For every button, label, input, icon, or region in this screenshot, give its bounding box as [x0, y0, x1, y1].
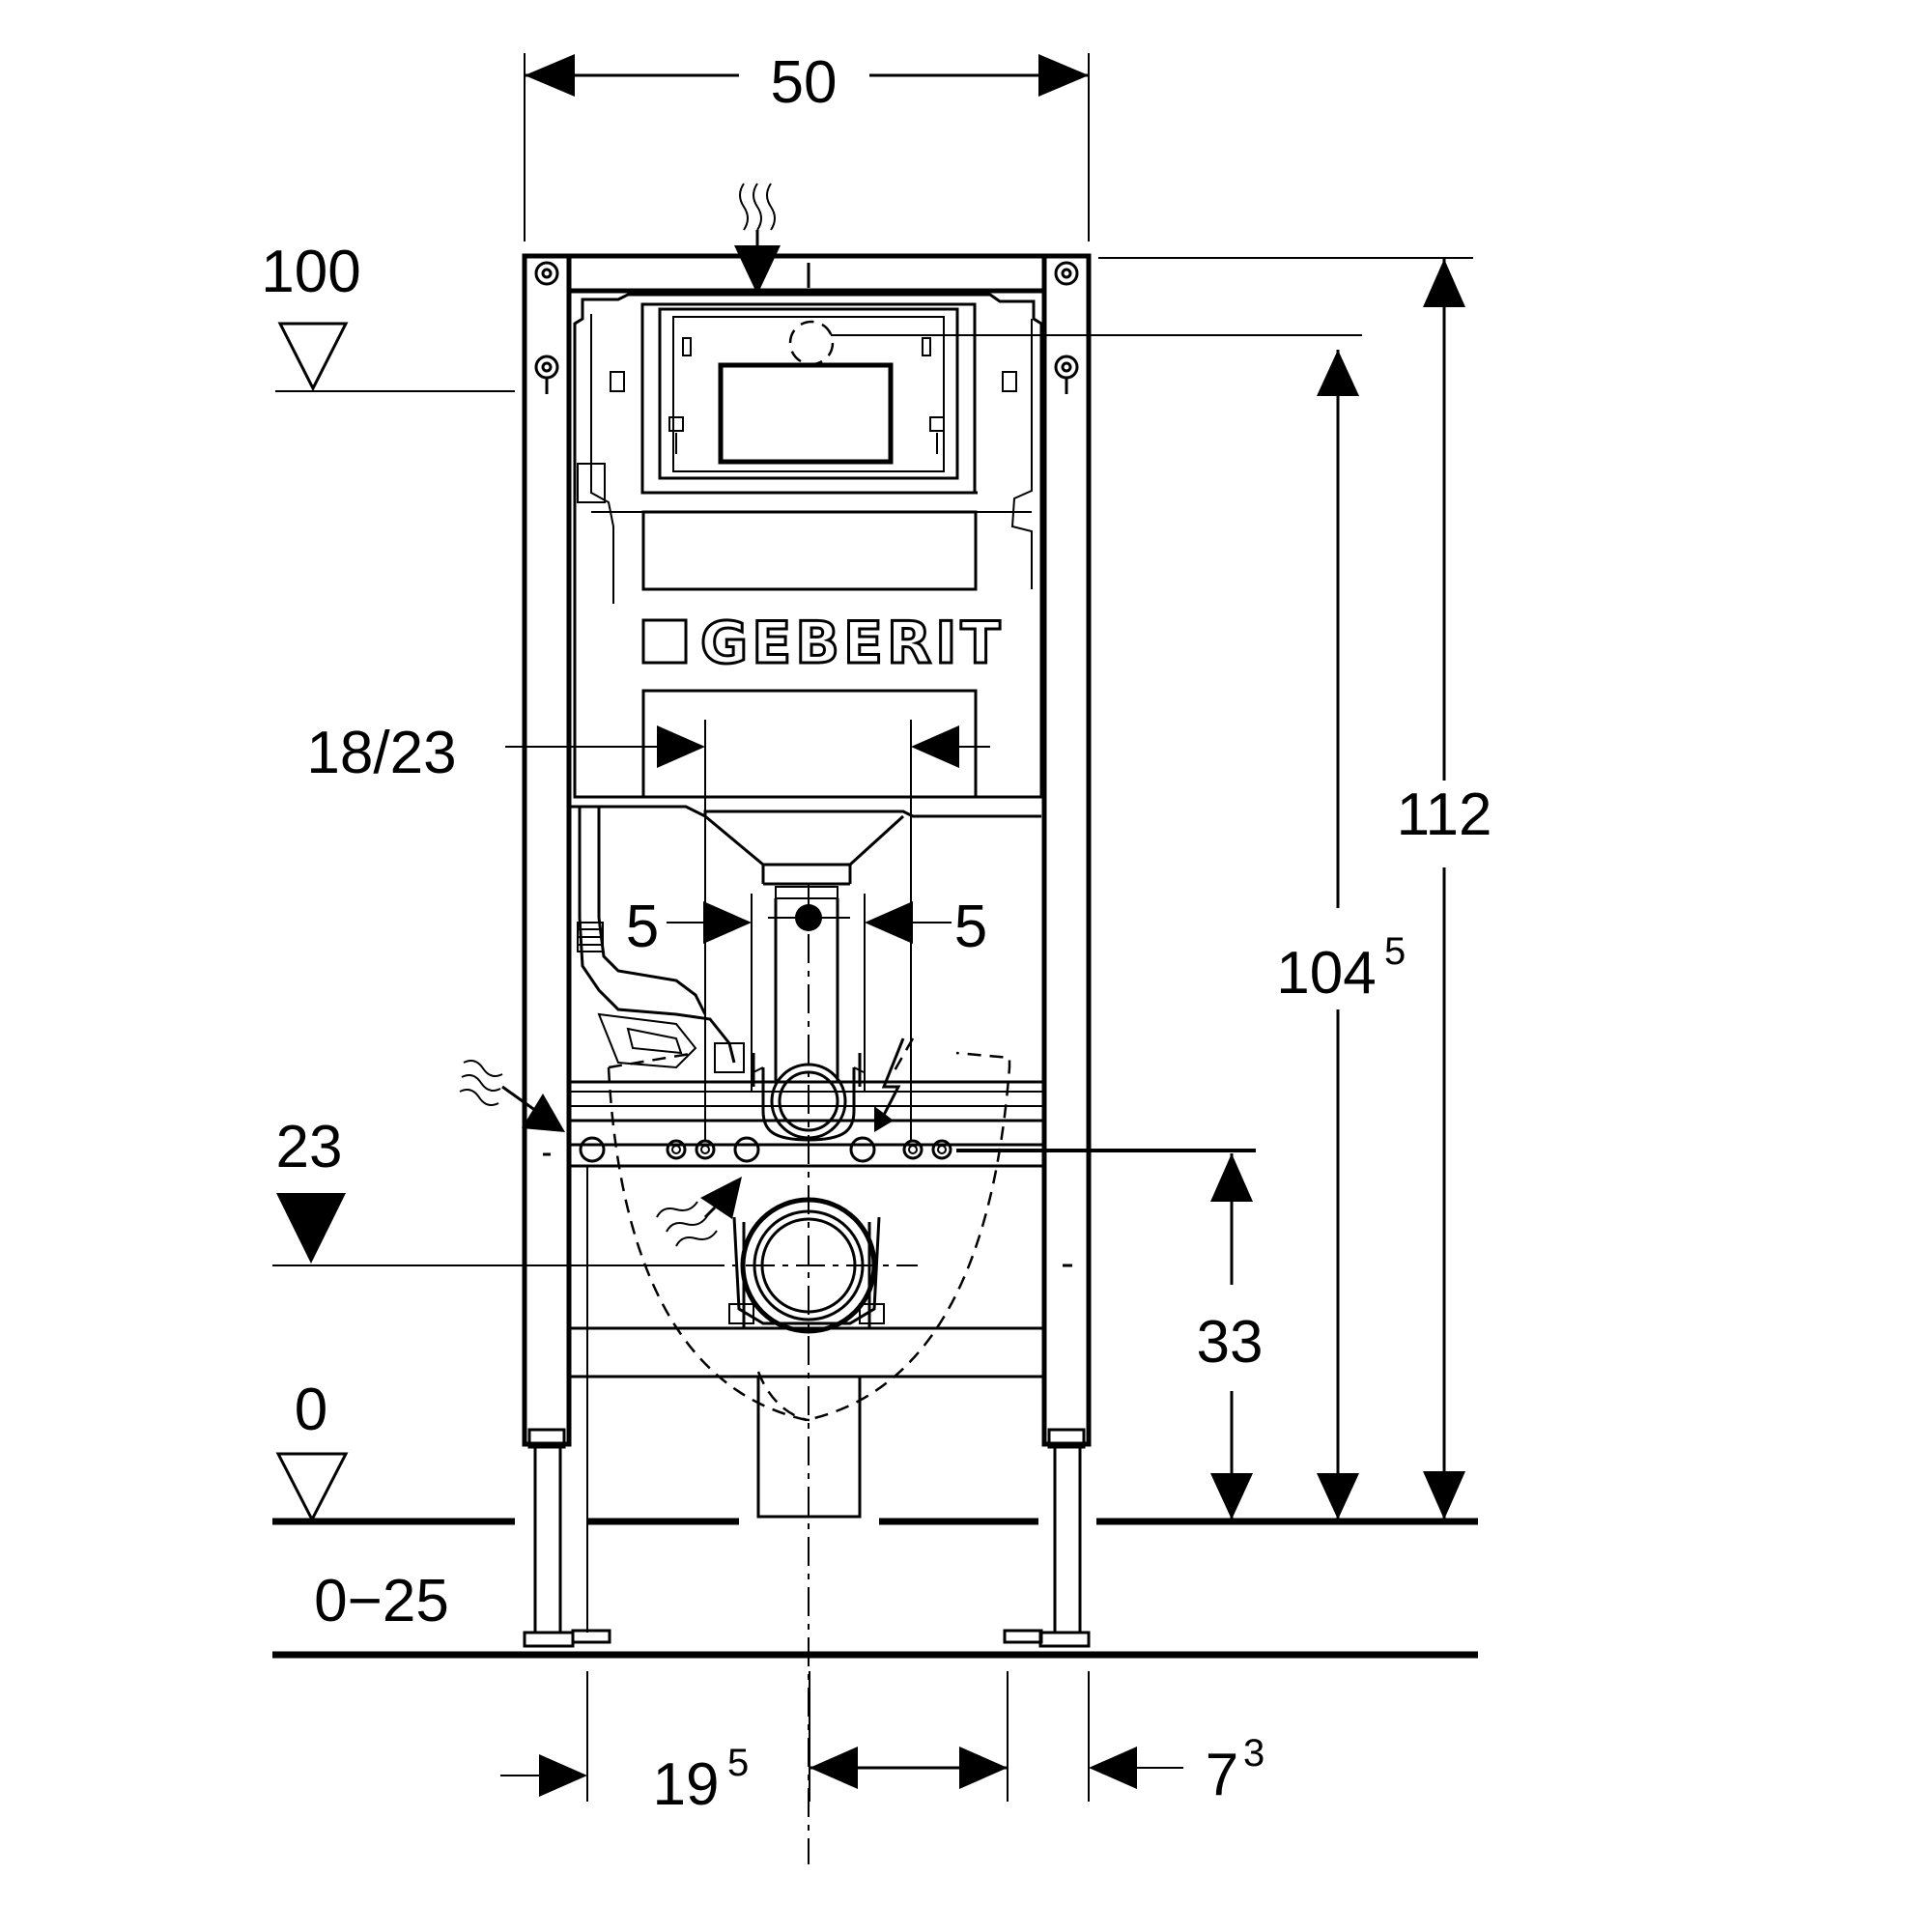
- actuator-plate-frame: [640, 302, 1362, 495]
- dim-drain-height: 33: [956, 1151, 1263, 1520]
- supply-connection-holes: [579, 1136, 1256, 1163]
- geberit-logo: GEBERIT: [641, 609, 1004, 679]
- dim-offset-right-label: 5: [954, 894, 987, 960]
- water-supply-icon: [656, 1177, 742, 1247]
- dim-level-top: 100: [261, 239, 515, 392]
- cistern-inspection-opening: [641, 510, 978, 799]
- wc-pan-outline: [607, 1051, 1011, 1422]
- dim-right-offset: 7 3: [1088, 1671, 1264, 1808]
- logo-text: GEBERIT: [700, 610, 1004, 677]
- dim-drain-height-label: 33: [1197, 1309, 1264, 1376]
- dim-floor-range-label: 0−25: [314, 1568, 449, 1634]
- water-supply-icon: [734, 183, 781, 295]
- dim-level-floor-label: 0: [295, 1377, 327, 1443]
- level-triangle-icon: [277, 322, 349, 392]
- dim-level-top-label: 100: [261, 239, 360, 305]
- dim-offset-left-label: 5: [626, 894, 659, 960]
- dim-actuator-height: 104 5: [1276, 350, 1406, 1520]
- electric-icon: [874, 1037, 915, 1132]
- dim-total-height-label: 112: [1397, 781, 1492, 848]
- flush-outlet-dot-icon: [795, 904, 822, 931]
- waste-elbow: [696, 1197, 918, 1334]
- frame-top-crossbar: [566, 253, 1047, 294]
- dim-left-offset-label: 19: [653, 1751, 720, 1818]
- level-filled-triangle-icon: [276, 1193, 346, 1264]
- dim-actuator-height-label: 104: [1276, 940, 1376, 1007]
- dim-level-supply: 23: [272, 1114, 696, 1266]
- dim-total-height: 112: [1098, 257, 1492, 1520]
- flush-valve-pipe-left: [577, 807, 745, 1073]
- dim-frame-width-label: 50: [771, 49, 838, 116]
- dim-right-offset-sup: 3: [1243, 1732, 1264, 1775]
- dim-left-offset-sup: 5: [727, 1742, 749, 1784]
- dim-actuator-height-sup: 5: [1384, 930, 1406, 973]
- lower-crossbars: [567, 1080, 1046, 1633]
- level-triangle-icon: [275, 1452, 349, 1523]
- water-supply-icon: [459, 1060, 565, 1132]
- dim-flush-width: 18/23: [306, 720, 990, 1140]
- dim-frame-width: 50: [524, 49, 1090, 242]
- frame-mounting-holes: [534, 261, 1079, 394]
- dim-left-offset: 19 5: [500, 1671, 1009, 1818]
- frame-right-upright: [1003, 253, 1092, 1648]
- dim-offsets: 5 5: [626, 894, 987, 1092]
- logo-square-icon: [641, 618, 688, 665]
- frame-left-upright: [522, 253, 611, 1648]
- dim-level-supply-label: 23: [276, 1114, 343, 1180]
- dim-right-offset-label: 7: [1206, 1742, 1238, 1808]
- dim-level-floor: 0: [275, 1377, 349, 1523]
- dim-flush-width-label: 18/23: [306, 720, 456, 786]
